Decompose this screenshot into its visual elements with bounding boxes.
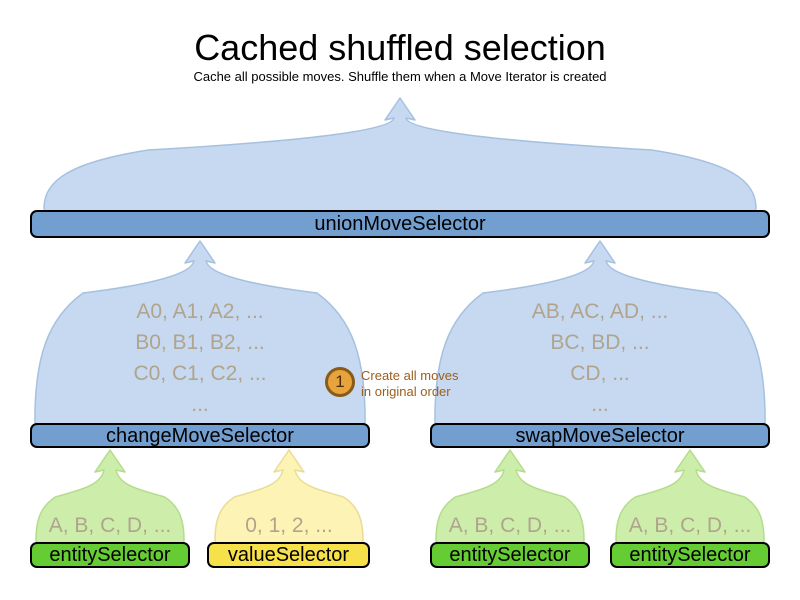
entity-selector-bar-1: entitySelector <box>30 542 190 568</box>
annotation-step-badge: 1 <box>325 367 355 397</box>
page-subtitle: Cache all possible moves. Shuffle them w… <box>193 69 607 84</box>
union-move-selector-bar: unionMoveSelector <box>30 210 770 238</box>
swap-move-selector-bar: swapMoveSelector <box>430 423 770 448</box>
list-item: AB, AC, AD, ... <box>531 300 669 323</box>
change-move-list: A0, A1, A2, ... B0, B1, B2, ... C0, C1, … <box>28 296 372 420</box>
entity-list-1: A, B, C, D, ... <box>48 514 172 537</box>
list-item: BC, BD, ... <box>550 331 650 354</box>
list-item: ... <box>591 393 609 416</box>
entity-selector-label: entitySelector <box>49 544 171 566</box>
entity-selector-label: entitySelector <box>629 544 751 566</box>
value-list: 0, 1, 2, ... <box>245 514 333 537</box>
union-move-selector-label: unionMoveSelector <box>314 213 486 235</box>
change-move-selector-bar: changeMoveSelector <box>30 423 370 448</box>
annotation-line-2: in original order <box>361 384 451 399</box>
list-item: B0, B1, B2, ... <box>135 331 265 354</box>
annotation-line-1: Create all moves <box>361 368 459 383</box>
annotation-number: 1 <box>335 372 345 391</box>
entity-list-3: A, B, C, D, ... <box>628 514 752 537</box>
value-selector-bar: valueSelector <box>207 542 370 568</box>
list-item: C0, C1, C2, ... <box>133 362 267 385</box>
annotation-text: Create all moves in original order <box>361 368 459 400</box>
change-move-selector-label: changeMoveSelector <box>106 424 294 447</box>
entity-selector-bar-2: entitySelector <box>430 542 590 568</box>
list-item: ... <box>191 393 209 416</box>
list-item: A0, A1, A2, ... <box>136 300 264 323</box>
swap-move-list: AB, AC, AD, ... BC, BD, ... CD, ... ... <box>428 296 772 420</box>
value-selector-label: valueSelector <box>227 544 350 566</box>
entity-selector-bar-3: entitySelector <box>610 542 770 568</box>
page-title: Cached shuffled selection <box>194 27 606 68</box>
entity-selector-label: entitySelector <box>449 544 571 566</box>
list-item: CD, ... <box>570 362 630 385</box>
funnel-union-move-selector <box>43 97 757 212</box>
swap-move-selector-label: swapMoveSelector <box>515 424 685 447</box>
entity-list-2: A, B, C, D, ... <box>448 514 572 537</box>
